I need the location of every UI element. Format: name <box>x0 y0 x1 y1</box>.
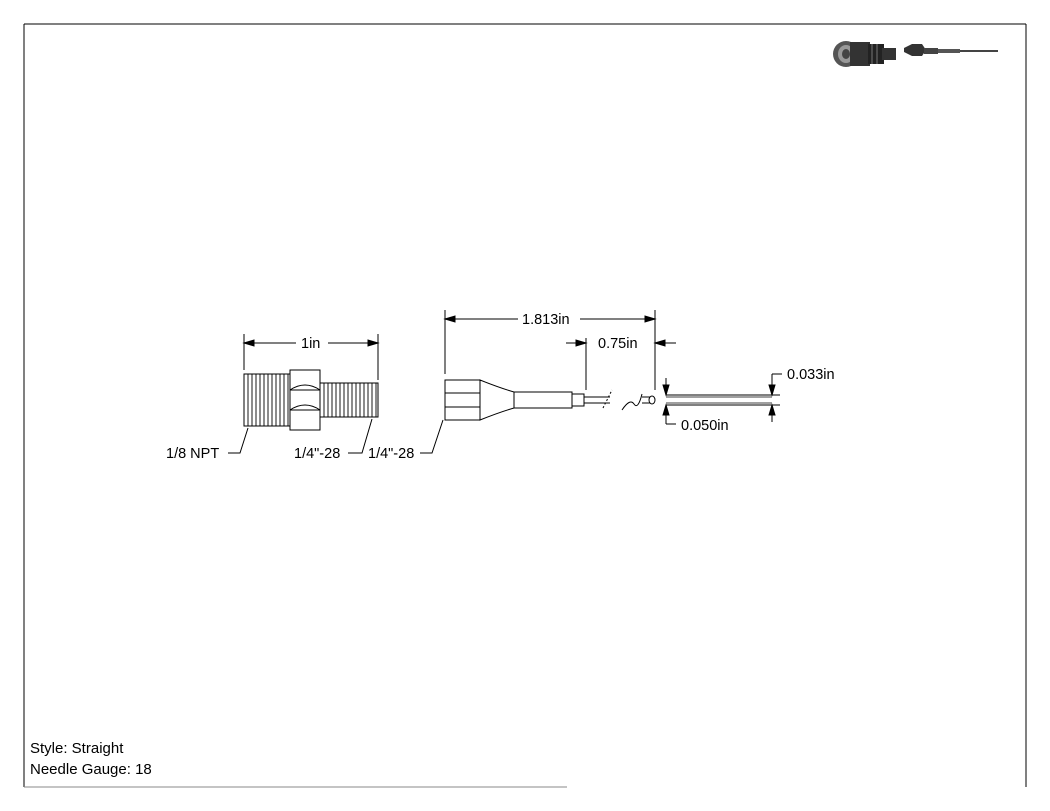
npt-thread-lines <box>247 374 289 426</box>
adapter-preview <box>833 41 896 67</box>
npt-thread-label: 1/8 NPT <box>166 446 219 462</box>
small-thread-lines <box>323 383 377 417</box>
adapter-leaders <box>228 418 373 454</box>
needle-hub-thread-label: 1/4"-28 <box>368 446 414 462</box>
inner-diameter-label: 0.033in <box>787 367 835 383</box>
needle-part <box>444 379 656 421</box>
sheet-border <box>23 23 1027 788</box>
tube-section-view <box>662 373 782 425</box>
style-note: Style: Straight <box>30 740 124 757</box>
needle-hub-leader <box>420 419 444 454</box>
needle-length-dimension <box>443 310 657 390</box>
outer-diameter-label: 0.050in <box>681 418 729 434</box>
needle-length-label: 1.813in <box>522 312 570 328</box>
adapter-length-dimension <box>242 334 380 380</box>
adapter-part <box>243 369 379 431</box>
exposed-length-dimension <box>566 338 676 390</box>
needle-preview <box>904 44 998 56</box>
preview-thumbnail <box>833 41 998 67</box>
adapter-length-label: 1in <box>301 336 320 352</box>
gauge-note: Needle Gauge: 18 <box>30 761 152 778</box>
adapter-small-thread-label: 1/4"-28 <box>294 446 340 462</box>
exposed-length-label: 0.75in <box>598 336 638 352</box>
